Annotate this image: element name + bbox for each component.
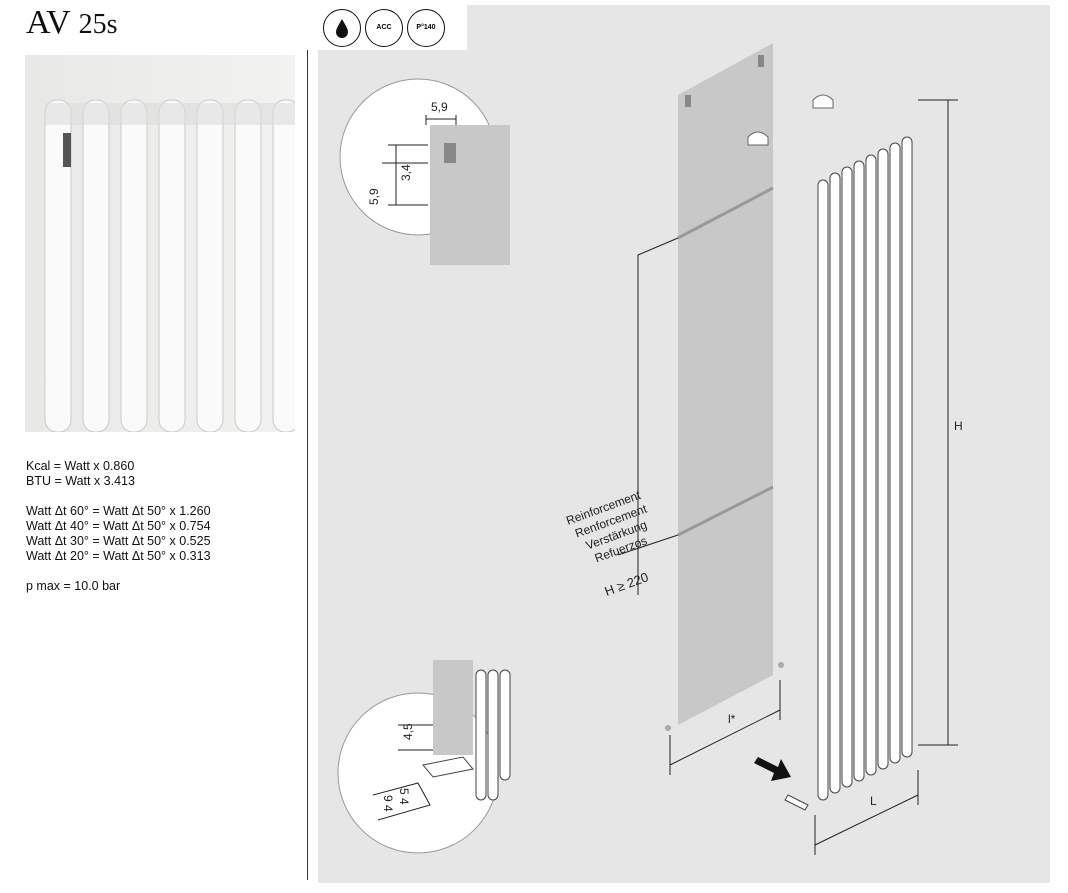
dim-label: 3,4 bbox=[399, 164, 413, 181]
dim-label: 9 4 bbox=[381, 795, 395, 812]
title-model: 25s bbox=[78, 9, 118, 40]
panel-sheet bbox=[678, 43, 773, 725]
width-label: l* bbox=[728, 712, 736, 726]
title-main: AV bbox=[26, 4, 71, 41]
arrow-icon bbox=[754, 757, 791, 781]
water-drop-icon bbox=[323, 8, 361, 47]
dim-label: 5,9 bbox=[431, 100, 448, 114]
spec-line: Watt Δt 30° = Watt Δt 50° x 0.525 bbox=[26, 534, 211, 548]
recycle-acc-icon: ACC bbox=[365, 8, 403, 47]
spec-line: BTU = Watt x 3.413 bbox=[26, 474, 135, 488]
icon-label: ACC bbox=[376, 24, 392, 31]
height-label: H bbox=[954, 419, 963, 433]
radiator-drawing bbox=[817, 136, 913, 801]
min-height-label: H ≥ 220 bbox=[603, 569, 651, 599]
spec-line: Watt Δt 60° = Watt Δt 50° x 1.260 bbox=[26, 504, 211, 518]
dim-label: 5 4 bbox=[397, 788, 411, 805]
product-title: AV 25s bbox=[26, 4, 118, 42]
icon-label: P°140 bbox=[416, 24, 436, 31]
conversion-specs: Kcal = Watt x 0.860 BTU = Watt x 3.413 W… bbox=[26, 459, 211, 594]
spec-line: Watt Δt 20° = Watt Δt 50° x 0.313 bbox=[26, 549, 211, 563]
feature-icons: ACC P°140 bbox=[318, 5, 467, 50]
detail-circle-bottom: 4,5 5 4 9 4 bbox=[337, 660, 511, 854]
dim-label: 5,9 bbox=[367, 188, 381, 205]
detail-circle-top: 5,9 3,4 5,9 bbox=[339, 78, 510, 265]
spec-line: Watt Δt 40° = Watt Δt 50° x 0.754 bbox=[26, 519, 211, 533]
technical-diagram: 5,9 3,4 5,9 Reinforcement Renforcement V… bbox=[337, 43, 963, 855]
length-label: L bbox=[870, 794, 877, 808]
flag-pressure-icon: P°140 bbox=[407, 8, 445, 47]
divider bbox=[307, 50, 308, 880]
product-photo bbox=[25, 55, 300, 433]
spec-line: Kcal = Watt x 0.860 bbox=[26, 459, 135, 473]
spec-line: p max = 10.0 bar bbox=[26, 579, 121, 593]
dim-label: 4,5 bbox=[401, 723, 415, 740]
